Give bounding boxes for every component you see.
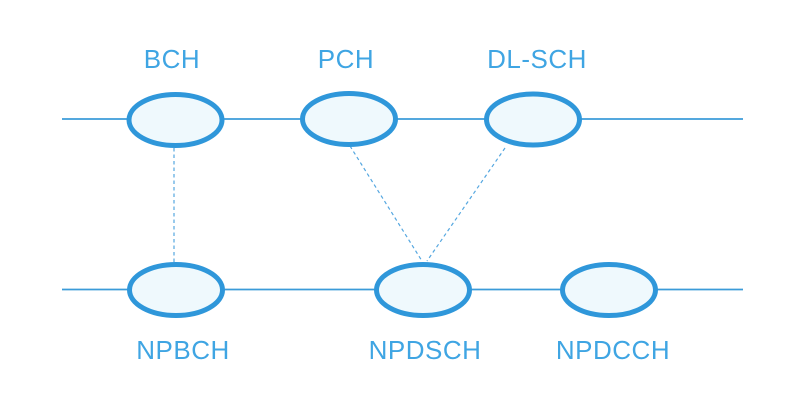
label-bch: BCH xyxy=(143,44,201,74)
npdcch-node-ellipse xyxy=(560,262,658,318)
label-npdsch: NPDSCH xyxy=(368,335,482,365)
npdsch-node-ellipse xyxy=(374,262,472,318)
pch-node-ellipse xyxy=(300,91,398,147)
label-npbch: NPBCH xyxy=(136,335,230,365)
label-pch: PCH xyxy=(317,44,375,74)
npbch-node-ellipse xyxy=(127,262,225,318)
connector-dlsch-npdsch xyxy=(426,147,506,262)
connector-pch-npdsch xyxy=(349,145,423,262)
label-npdcch: NPDCCH xyxy=(555,335,671,365)
bch-node-ellipse xyxy=(126,92,225,148)
dlsch-node-ellipse xyxy=(484,91,582,148)
label-dlsch: DL-SCH xyxy=(487,44,587,74)
